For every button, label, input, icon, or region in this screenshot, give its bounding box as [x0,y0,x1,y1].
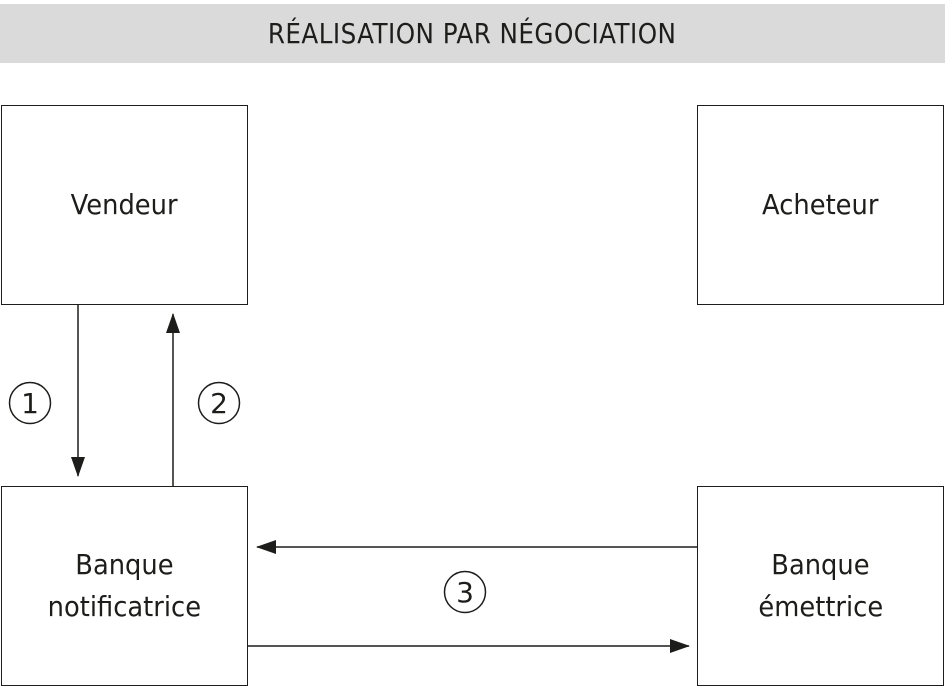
diagram-title: RÉALISATION PAR NÉGOCIATION [268,17,677,50]
step-3-number: 3 [456,575,474,609]
node-acheteur: Acheteur [697,105,944,305]
step-1-number: 1 [21,386,39,420]
node-banque-notificatrice-label-line2: notificatrice [47,590,202,623]
node-banque-emettrice-label-line1: Banque [771,548,870,581]
node-vendeur: Vendeur [1,105,248,305]
step-1-circle [8,381,52,425]
title-banner: RÉALISATION PAR NÉGOCIATION [0,4,945,63]
step-2-circle [197,381,241,425]
node-banque-emettrice-label-line2: émettrice [758,590,883,623]
node-vendeur-label: Vendeur [71,188,178,221]
node-banque-notificatrice-label-line1: Banque [75,548,174,581]
step-2-number: 2 [210,386,228,420]
node-acheteur-label: Acheteur [762,188,879,221]
step-3-circle [443,570,487,614]
node-banque-emettrice: Banque émettrice [697,486,944,686]
node-banque-notificatrice: Banque notificatrice [1,486,248,686]
